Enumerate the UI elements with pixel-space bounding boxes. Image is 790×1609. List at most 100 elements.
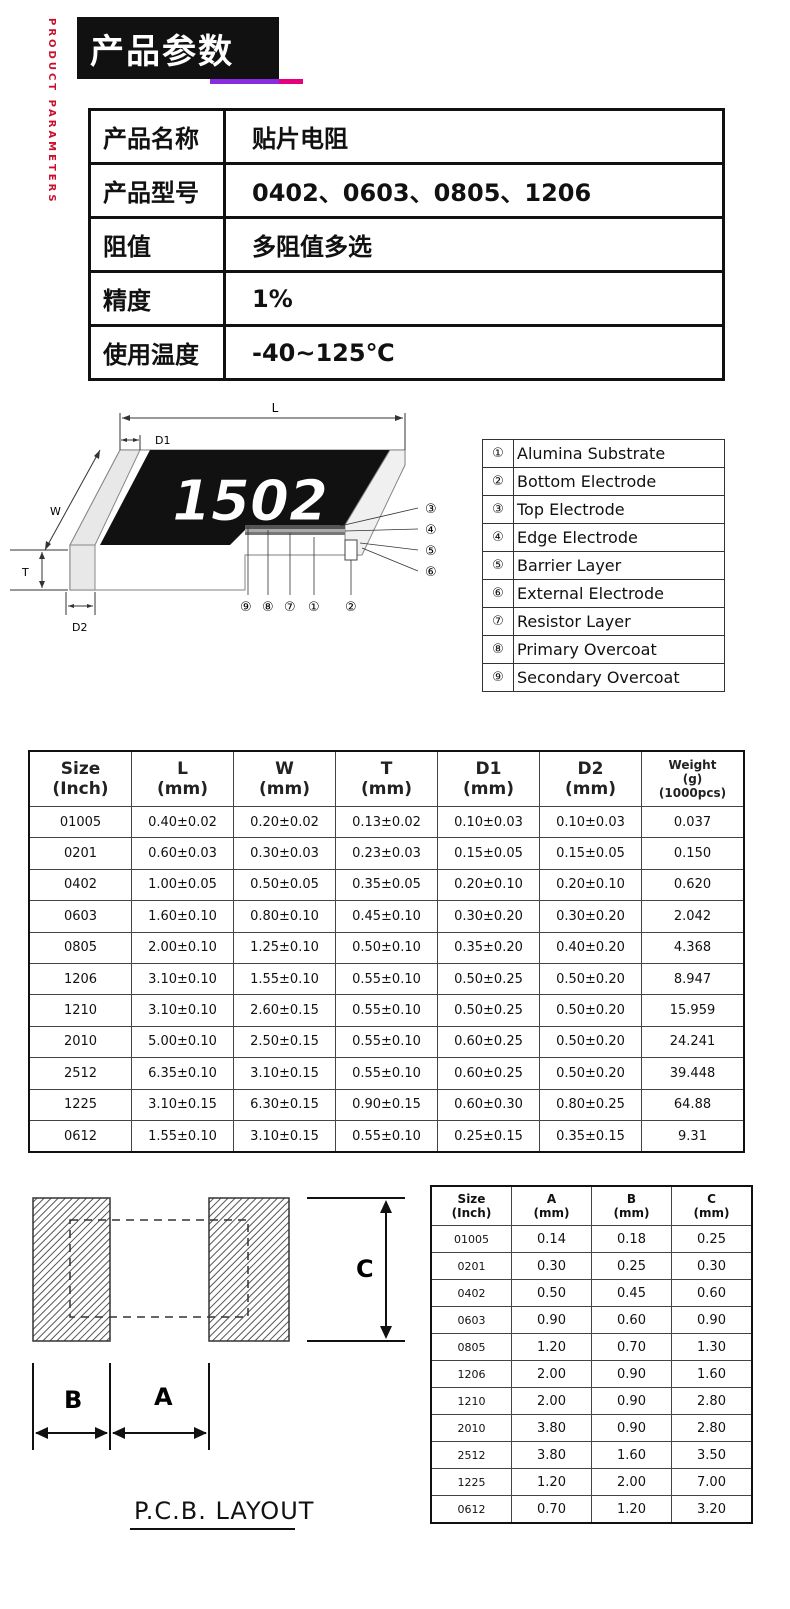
pcb-label-C: C [356,1255,374,1283]
side-label-product-parameters: PRODUCT PARAMETERS [46,18,57,205]
table-cell: 0.50±0.20 [539,994,642,1027]
table-cell: 1.25±0.10 [233,931,336,964]
table-cell: 0.18 [591,1225,672,1253]
table-cell: 0201 [28,837,132,870]
table-cell: 0.90 [591,1414,672,1442]
table-cell: 1.20 [511,1468,592,1496]
table-cell: 0.35±0.15 [539,1119,642,1153]
table-cell: 0.50±0.20 [539,1057,642,1090]
table-cell: 3.10±0.10 [131,994,234,1027]
table-cell: 0.20±0.10 [437,868,540,902]
table-cell: 2512 [28,1057,132,1090]
dim-label-D1: D1 [155,434,170,447]
col-header-W: W(mm) [233,750,336,807]
table-cell: 0.30 [511,1252,592,1280]
table-cell: 1.30 [671,1333,753,1361]
table-cell: 1.00±0.05 [131,868,234,902]
table-cell: 0.55±0.10 [335,1025,438,1059]
pcb-col-header-B: B(mm) [591,1185,672,1226]
table-cell: 0.15±0.05 [539,837,642,870]
table-cell: 6.30±0.15 [233,1088,336,1121]
param-key: 产品名称 [88,108,226,165]
callout-4: ④ [425,523,437,538]
table-cell: 0603 [430,1306,512,1334]
callout-7: ⑦ [284,600,296,615]
legend-num: ④ [482,523,514,552]
table-cell: 0.70 [591,1333,672,1361]
table-cell: 0201 [430,1252,512,1280]
table-cell: 0.55±0.10 [335,994,438,1027]
table-cell: 9.31 [641,1119,745,1153]
title-underline-magenta [279,79,303,84]
table-cell: 0.70 [511,1495,592,1524]
table-cell: 01005 [430,1225,512,1253]
table-cell: 1.55±0.10 [131,1119,234,1153]
dim-label-W: W [50,505,61,518]
table-cell: 1206 [430,1360,512,1388]
param-value: 1% [223,270,725,327]
table-cell: 2.60±0.15 [233,994,336,1027]
legend-num: ⑧ [482,635,514,664]
table-cell: 0.60±0.25 [437,1057,540,1090]
table-cell: 0.10±0.03 [539,805,642,839]
legend-name: Barrier Layer [513,551,725,580]
table-cell: 2512 [430,1441,512,1469]
page-title: 产品参数 [90,32,234,72]
table-cell: 0.60±0.30 [437,1088,540,1121]
table-cell: 2.042 [641,900,745,933]
table-cell: 0.90 [591,1360,672,1388]
table-cell: 2.80 [671,1414,753,1442]
col-header-weight: Weight(g)(1000pcs) [641,750,745,807]
table-cell: 5.00±0.10 [131,1025,234,1059]
table-cell: 0.25 [671,1225,753,1253]
table-cell: 0.30±0.20 [437,900,540,933]
table-cell: 0.80±0.10 [233,900,336,933]
table-cell: 0.30±0.20 [539,900,642,933]
callout-5: ⑤ [425,544,437,559]
pcb-layout-diagram: C B A [32,1197,405,1450]
table-cell: 2010 [28,1025,132,1059]
table-cell: 0.150 [641,837,745,870]
params-row: 产品名称 贴片电阻 [88,108,725,165]
table-cell: 8.947 [641,962,745,996]
table-cell: 3.10±0.10 [131,962,234,996]
table-cell: 2.00 [511,1360,592,1388]
table-cell: 1.20 [511,1333,592,1361]
table-cell: 7.00 [671,1468,753,1496]
col-header-L: L(mm) [131,750,234,807]
dim-label-D2: D2 [72,621,87,634]
table-cell: 0.90±0.15 [335,1088,438,1121]
table-cell: 0.40±0.20 [539,931,642,964]
legend-name: Secondary Overcoat [513,663,725,692]
table-cell: 0.50±0.10 [335,931,438,964]
table-cell: 3.20 [671,1495,753,1524]
table-cell: 1210 [28,994,132,1027]
table-cell: 0.80±0.25 [539,1088,642,1121]
params-row: 精度 1% [88,270,725,327]
table-cell: 0.60 [591,1306,672,1334]
table-cell: 0.50±0.20 [539,962,642,996]
table-cell: 0.13±0.02 [335,805,438,839]
col-header-D1: D1(mm) [437,750,540,807]
table-cell: 0.50±0.20 [539,1025,642,1059]
legend-num: ⑨ [482,663,514,692]
table-cell: 15.959 [641,994,745,1027]
params-row: 使用温度 -40~125℃ [88,324,725,381]
table-cell: 0.60 [671,1279,753,1307]
pcb-col-header-A: A(mm) [511,1185,592,1226]
pcb-label-B: B [64,1386,82,1414]
param-key: 阻值 [88,216,226,273]
table-cell: 3.10±0.15 [131,1088,234,1121]
